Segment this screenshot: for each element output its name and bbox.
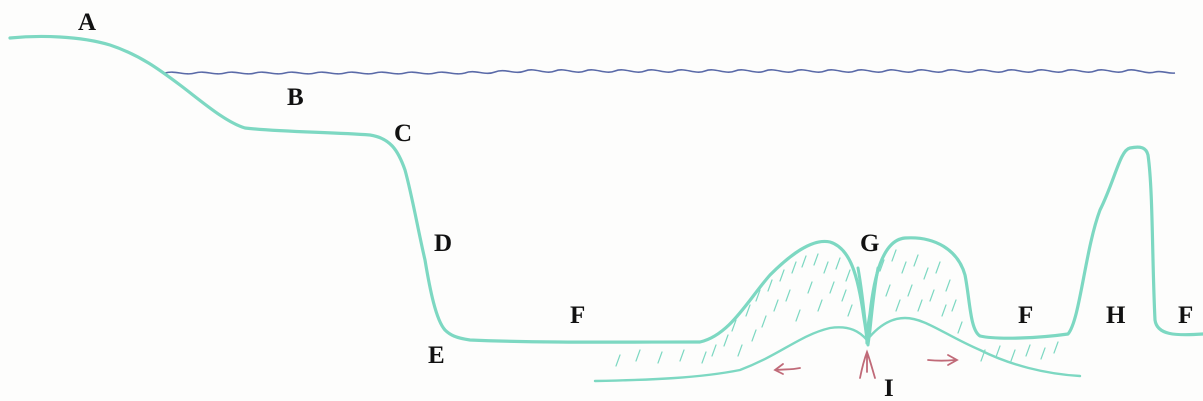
hatch-stroke [1025, 344, 1031, 357]
hatch-stroke [813, 253, 819, 266]
spreading-arrows [773, 349, 959, 379]
ridge-base-line [593, 316, 1082, 383]
hatch-stroke [935, 261, 941, 274]
seabed-profile [8, 34, 1203, 345]
sea-surface-line [164, 69, 1176, 75]
label-g: G [860, 230, 879, 257]
hatch-stroke [891, 249, 897, 262]
hatch-stroke [913, 254, 919, 267]
hatch-stroke [829, 281, 835, 294]
hatch-stroke [841, 289, 847, 302]
hatch-stroke [901, 261, 907, 274]
hatch-stroke [779, 269, 785, 282]
hatch-stroke [679, 349, 685, 362]
hatch-stroke [823, 261, 829, 274]
ridge-hatching [615, 249, 1059, 367]
hatch-stroke [737, 344, 743, 357]
label-f-far-right: F [1178, 302, 1193, 329]
hatch-stroke [761, 315, 767, 328]
hatch-stroke [615, 354, 621, 367]
hatch-stroke [657, 351, 663, 364]
hatch-stroke [701, 351, 707, 364]
up-arrow-icon [859, 349, 876, 379]
hatch-stroke [745, 304, 751, 317]
hatch-stroke [751, 329, 757, 342]
label-e: E [428, 342, 445, 369]
hatch-stroke [917, 299, 923, 312]
hatch-stroke [923, 267, 929, 280]
label-f-abyssal-plain: F [570, 302, 585, 329]
label-d: D [434, 230, 452, 257]
hatch-stroke [723, 334, 729, 347]
hatch-stroke [980, 349, 986, 362]
hatch-stroke [711, 344, 717, 357]
label-a: A [78, 9, 96, 36]
hatch-stroke [1040, 347, 1046, 360]
hatch-stroke [1010, 349, 1016, 362]
hatch-stroke [907, 284, 913, 297]
label-b: B [287, 84, 304, 111]
hatch-stroke [817, 299, 823, 312]
hatch-stroke [879, 259, 885, 272]
hatch-stroke [847, 304, 853, 317]
hatch-stroke [945, 279, 951, 292]
hatch-stroke [791, 261, 797, 274]
hatch-stroke [957, 321, 963, 334]
hatch-stroke [951, 299, 957, 312]
label-f-ridge-flank: F [1018, 302, 1033, 329]
label-i: I [884, 375, 894, 401]
hatch-stroke [767, 279, 773, 292]
label-h: H [1106, 302, 1126, 329]
hatch-stroke [929, 289, 935, 302]
hatch-stroke [755, 289, 761, 302]
hatch-stroke [795, 309, 801, 322]
left-arrow-icon [773, 363, 801, 375]
hatch-stroke [995, 345, 1001, 358]
hatch-stroke [773, 299, 779, 312]
hatch-stroke [785, 289, 791, 302]
hatch-stroke [845, 269, 851, 282]
label-c: C [394, 120, 412, 147]
hatch-stroke [635, 349, 641, 362]
hatch-stroke [1053, 341, 1059, 354]
hatch-stroke [885, 284, 891, 297]
hatch-stroke [835, 257, 841, 270]
right-arrow-icon [927, 354, 959, 366]
ridge-rift-channel [856, 266, 880, 347]
hatch-stroke [941, 304, 947, 317]
hatch-stroke [801, 255, 807, 268]
hatch-stroke [895, 299, 901, 312]
hatch-stroke [731, 319, 737, 332]
hatch-stroke [807, 281, 813, 294]
